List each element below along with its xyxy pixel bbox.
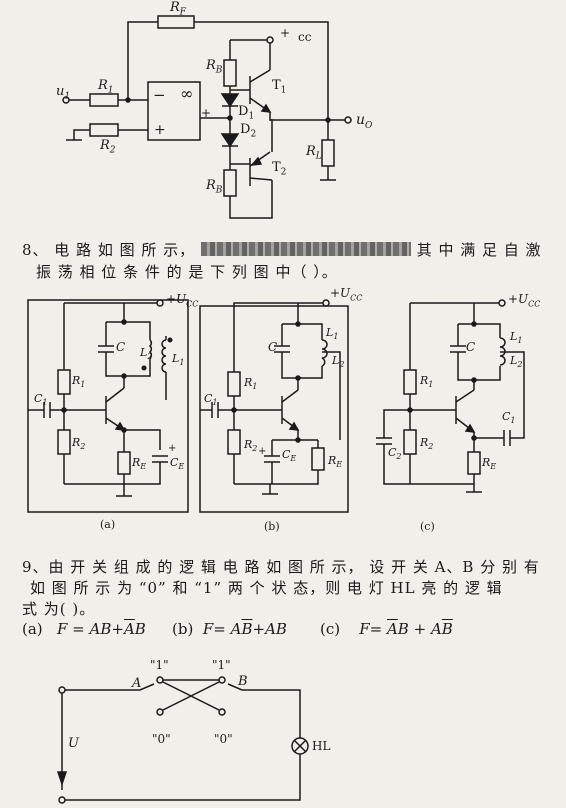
rf-label: RF: [170, 0, 187, 18]
fig8b-r1: R1: [244, 376, 258, 392]
fig8b-caption: (b): [264, 520, 280, 533]
fig8a-c1: C1: [34, 392, 48, 408]
oscillator-circuit-a: [27, 299, 189, 513]
fig8a-l2: L2: [140, 346, 153, 362]
fig8a-ucc: +UCC: [166, 292, 199, 309]
uo-label: uO: [356, 112, 373, 131]
fig8a-ce: CE: [170, 456, 185, 472]
oscillator-circuit-b: [199, 299, 349, 513]
t2-label: T2: [272, 160, 287, 178]
switch-a-one: "1": [150, 658, 169, 672]
u1-label: u1: [56, 84, 71, 102]
fig8a-caption: (a): [100, 518, 116, 531]
fig8a-r2: R2: [72, 436, 86, 452]
question-8-line-1: 8、 电 路 如 图 所 示， 其 中 满 足 自 激: [22, 241, 542, 259]
option-b[interactable]: (b) F= AB+AB: [172, 620, 287, 638]
lamp-label: HL: [312, 739, 331, 753]
d1-label: D1: [238, 104, 255, 122]
vcc-label: cc: [298, 30, 312, 44]
switch-a-label: A: [132, 676, 142, 691]
question-9-line-2: 如 图 所 示 为 “0” 和 “1” 两 个 状 态，则 电 灯 HL 亮 的…: [30, 579, 503, 597]
smudged-text: [200, 242, 411, 256]
fig8b-r2: R2: [244, 438, 258, 454]
fig8c-re: RE: [482, 456, 497, 472]
opamp-plus: +: [154, 122, 166, 138]
amplifier-circuit: [62, 15, 352, 219]
fig8c-c2: C2: [388, 446, 402, 462]
fig8b-l2: L2: [332, 354, 345, 370]
fig8a-r1: R1: [72, 374, 86, 390]
vcc-plus: +: [280, 26, 291, 40]
fig8c-r2: R2: [420, 436, 434, 452]
option-a[interactable]: (a) F = AB+AB: [22, 620, 146, 638]
fig8c-r1: R1: [420, 374, 434, 390]
t1-label: T1: [272, 78, 287, 96]
fig8b-ce: CE: [282, 448, 297, 464]
fig8c-c: C: [466, 340, 476, 354]
fig8a-ce-plus: +: [168, 443, 177, 454]
rl-label: RL: [306, 144, 322, 162]
question-9-line-1: 9、由 开 关 组 成 的 逻 辑 电 路 如 图 所 示， 设 开 关 A、B…: [22, 558, 540, 576]
oscillator-circuit-c: [376, 299, 525, 493]
option-c[interactable]: (c) F= AB + AB: [320, 620, 453, 638]
switch-b-label: B: [238, 674, 248, 689]
switch-a-zero: "0": [152, 732, 171, 746]
rb-bottom-label: RB: [206, 178, 223, 196]
question-9-line-3: 式 为( )。: [22, 600, 96, 618]
switch-b-one: "1": [212, 658, 231, 672]
switch-circuit: [56, 676, 309, 804]
opamp-out-plus: +: [201, 106, 212, 120]
question-8-line-2: 振 荡 相 位 条 件 的 是 下 列 图 中（ ）。: [36, 263, 338, 281]
rb-top-label: RB: [206, 58, 223, 76]
d2-label: D2: [240, 122, 257, 140]
fig8b-c1: C1: [204, 392, 218, 408]
fig8c-l2: L2: [510, 354, 523, 370]
fig8c-caption: (c): [420, 520, 435, 533]
fig8b-ce-plus: +: [258, 446, 267, 457]
opamp-minus: −: [153, 86, 166, 104]
r1-label: R1: [98, 78, 114, 96]
fig8c-c1: C1: [502, 410, 516, 426]
fig8b-ucc: +UCC: [330, 286, 363, 303]
fig8c-l1: L1: [510, 330, 523, 346]
switch-b-zero: "0": [214, 732, 233, 746]
fig8c-ucc: +UCC: [508, 292, 541, 309]
opamp-infinity: ∞: [180, 84, 194, 103]
fig8a-l1: L1: [172, 352, 185, 368]
fig8a-re: RE: [132, 456, 147, 472]
fig8b-l1: L1: [326, 326, 339, 342]
voltage-label: U: [68, 736, 79, 751]
r2-label: R2: [100, 138, 116, 156]
fig8b-re: RE: [328, 454, 343, 470]
fig8a-c: C: [116, 340, 126, 354]
fig8b-c: C: [268, 340, 278, 354]
